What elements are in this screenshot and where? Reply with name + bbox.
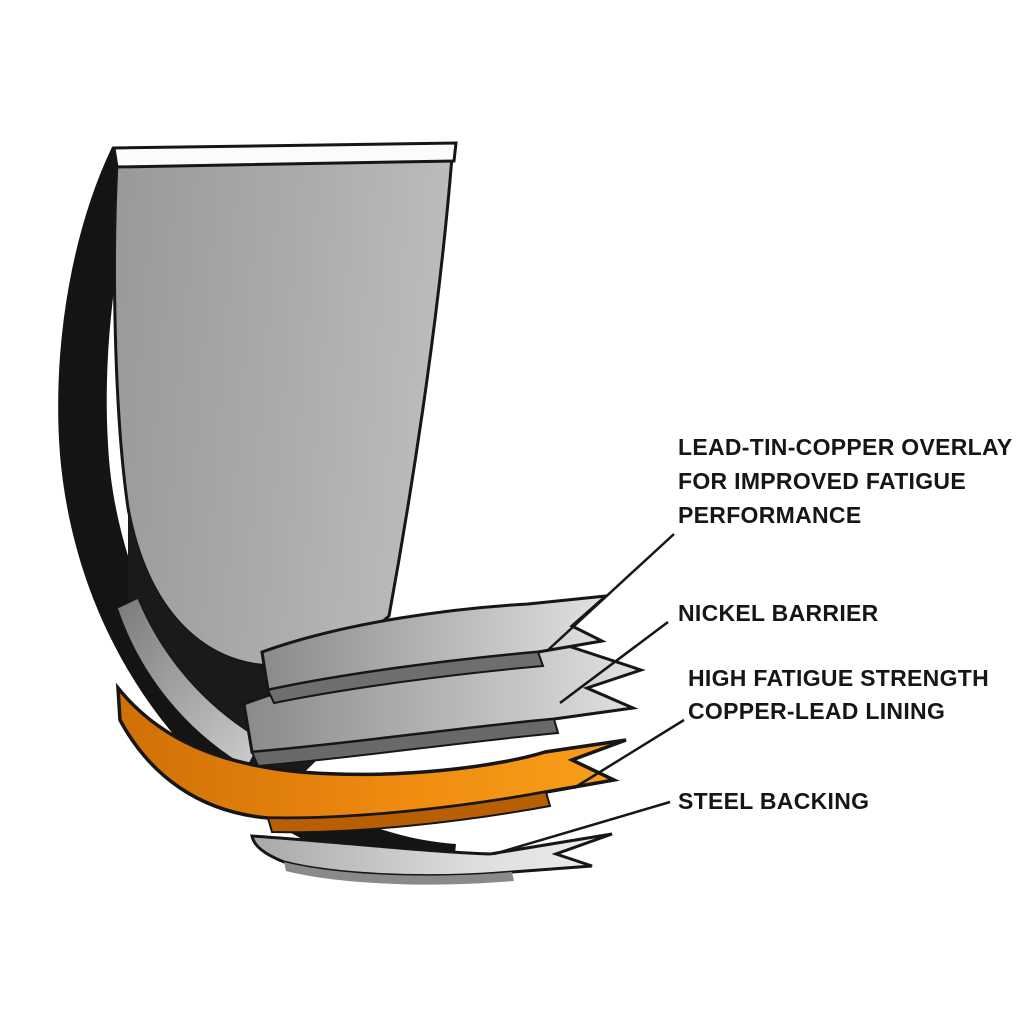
label-copper-lead-lining-line1: HIGH FATIGUE STRENGTH xyxy=(688,665,990,691)
label-overlay: LEAD-TIN-COPPER OVERLAY FOR IMPROVED FAT… xyxy=(678,430,1012,532)
shell-outer-edge xyxy=(58,147,457,882)
leader-line-overlay xyxy=(547,533,675,651)
shell-inner-face xyxy=(113,155,454,668)
label-overlay-line2: FOR IMPROVED FATIGUE xyxy=(678,468,966,494)
shell-top-edge-highlight xyxy=(112,141,458,169)
leader-line-copper-lead-lining xyxy=(573,718,685,790)
leader-line-steel-backing xyxy=(493,800,671,856)
leader-line-nickel-barrier xyxy=(559,621,669,704)
nickel-barrier-front-edge xyxy=(250,717,560,768)
copper-lead-lining-front-edge xyxy=(266,790,552,834)
label-overlay-line3: PERFORMANCE xyxy=(678,502,862,528)
label-nickel-barrier: NICKEL BARRIER xyxy=(678,596,879,630)
label-copper-lead-lining: HIGH FATIGUE STRENGTH COPPER-LEAD LINING xyxy=(688,662,989,728)
label-overlay-line1: LEAD-TIN-COPPER OVERLAY xyxy=(678,434,1013,460)
label-steel-backing-line1: STEEL BACKING xyxy=(678,788,870,814)
overlay-layer-front-edge xyxy=(266,650,545,705)
copper-lead-lining-layer xyxy=(115,682,627,820)
steel-backing-front-edge xyxy=(284,862,514,885)
steel-backing-layer xyxy=(250,832,613,878)
label-steel-backing: STEEL BACKING xyxy=(678,784,869,818)
label-nickel-barrier-line1: NICKEL BARRIER xyxy=(678,600,879,626)
label-copper-lead-lining-line2: COPPER-LEAD LINING xyxy=(688,698,946,724)
